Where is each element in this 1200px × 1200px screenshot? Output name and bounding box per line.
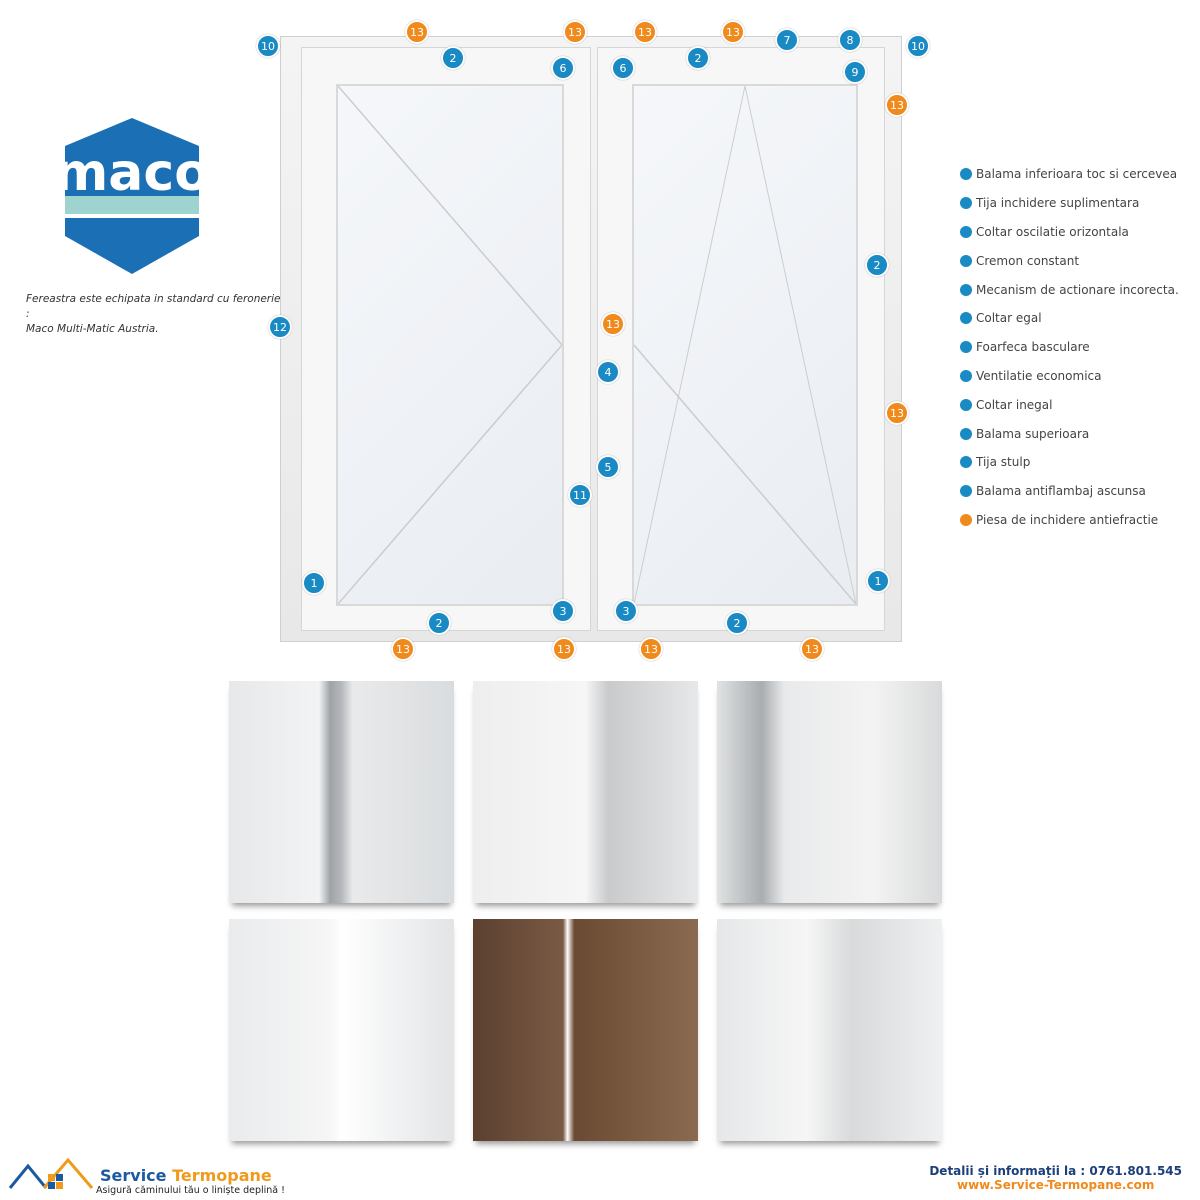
legend-item: Cremon constant (960, 246, 1179, 275)
legend-item: Foarfeca basculare (960, 333, 1179, 362)
marker-13: 13 (800, 637, 824, 661)
marker-13: 13 (552, 637, 576, 661)
marker-1: 1 (866, 569, 890, 593)
legend-item: Ventilatie economica (960, 362, 1179, 391)
tagline: Asigură căminului tău o liniște deplină … (96, 1185, 285, 1196)
marker-2: 2 (686, 46, 710, 70)
legend-item: Tija stulp (960, 448, 1179, 477)
contact-phone: Detalii și informații la : 0761.801.545 (929, 1164, 1182, 1178)
footer-contact: Detalii și informații la : 0761.801.545 … (929, 1164, 1182, 1192)
caption-line: Fereastra este echipata in standard cu f… (26, 293, 281, 320)
legend-label: Foarfeca basculare (976, 340, 1090, 355)
legend-dot-icon (960, 485, 972, 498)
legend-dot-icon (960, 456, 972, 469)
legend-dot-icon (960, 341, 972, 354)
legend-dot-icon (960, 427, 972, 440)
marker-6: 6 (551, 56, 575, 80)
legend-item: Balama superioara (960, 419, 1179, 448)
legend-dot-icon (960, 398, 972, 411)
marker-3: 3 (551, 599, 575, 623)
website-link[interactable]: www.Service-Termopane.com (957, 1178, 1155, 1192)
photo-tilt-turn (229, 919, 454, 1141)
marker-4: 4 (596, 360, 620, 384)
marker-10: 10 (256, 34, 280, 58)
marker-13: 13 (885, 401, 909, 425)
legend-label: Tija stulp (976, 455, 1031, 470)
legend-label: Balama inferioara toc si cercevea (976, 167, 1178, 182)
marker-7: 7 (775, 28, 799, 52)
marker-11: 11 (568, 483, 592, 507)
marker-13: 13 (639, 637, 663, 661)
marker-13: 13 (563, 20, 587, 44)
legend-label: Piesa de inchidere antiefractie (976, 512, 1159, 527)
legend-item: Balama inferioara toc si cercevea (960, 160, 1179, 189)
legend-dot-icon (960, 168, 972, 181)
marker-2: 2 (441, 46, 465, 70)
footer-brand: Service Termopane Asigură căminului tău … (8, 1157, 285, 1198)
marker-8: 8 (838, 28, 862, 52)
right-sash (597, 47, 885, 631)
legend-label: Coltar inegal (976, 397, 1053, 412)
photo-scissor-arm (473, 681, 698, 903)
hardware-caption: Fereastra este echipata in standard cu f… (26, 292, 286, 337)
legend-item: Piesa de inchidere antiefractie (960, 506, 1179, 535)
legend-label: Coltar oscilatie orizontala (976, 224, 1129, 239)
legend-dot-icon (960, 312, 972, 325)
legend-dot-icon (960, 369, 972, 382)
marker-13: 13 (405, 20, 429, 44)
legend-dot-icon (960, 254, 972, 267)
legend-item: Mecanism de actionare incorecta. (960, 275, 1179, 304)
right-glass (632, 83, 858, 606)
svg-text:maco: maco (65, 143, 199, 203)
marker-2: 2 (725, 611, 749, 635)
window-frame (280, 36, 902, 642)
brand-name: Service Termopane (100, 1166, 272, 1185)
legend-item: Coltar inegal (960, 390, 1179, 419)
marker-5: 5 (596, 455, 620, 479)
legend-label: Tija inchidere suplimentara (976, 196, 1140, 211)
legend-item: Coltar egal (960, 304, 1179, 333)
photo-hinge (717, 681, 942, 903)
legend-label: Coltar egal (976, 311, 1042, 326)
marker-13: 13 (721, 20, 745, 44)
photo-handle (717, 919, 942, 1141)
left-sash (301, 47, 591, 631)
house-logo-icon (8, 1157, 94, 1189)
marker-3: 3 (614, 599, 638, 623)
legend-dot-icon (960, 225, 972, 238)
legend-label: Cremon constant (976, 253, 1080, 268)
legend-dot-icon (960, 197, 972, 210)
marker-9: 9 (843, 60, 867, 84)
legend-label: Balama superioara (976, 426, 1090, 441)
legend-label: Ventilatie economica (976, 368, 1102, 383)
maco-logo: maco (65, 118, 199, 274)
legend-item: Tija inchidere suplimentara (960, 189, 1179, 218)
photo-wood-lock (473, 919, 698, 1141)
marker-13: 13 (391, 637, 415, 661)
marker-10: 10 (906, 34, 930, 58)
legend-dot-icon (960, 513, 972, 526)
legend-item: Coltar oscilatie orizontala (960, 218, 1179, 247)
marker-13: 13 (601, 312, 625, 336)
left-glass (336, 84, 564, 606)
legend-item: Balama antiflambaj ascunsa (960, 477, 1179, 506)
marker-2: 2 (427, 611, 451, 635)
legend-label: Balama antiflambaj ascunsa (976, 484, 1146, 499)
marker-13: 13 (633, 20, 657, 44)
marker-13: 13 (885, 93, 909, 117)
marker-1: 1 (302, 571, 326, 595)
marker-2: 2 (865, 253, 889, 277)
photo-cremon (229, 681, 454, 903)
marker-12: 12 (268, 315, 292, 339)
caption-line: Maco Multi-Matic Austria. (26, 323, 159, 335)
legend-label: Mecanism de actionare incorecta. (976, 282, 1179, 297)
legend-dot-icon (960, 283, 972, 296)
marker-6: 6 (611, 56, 635, 80)
